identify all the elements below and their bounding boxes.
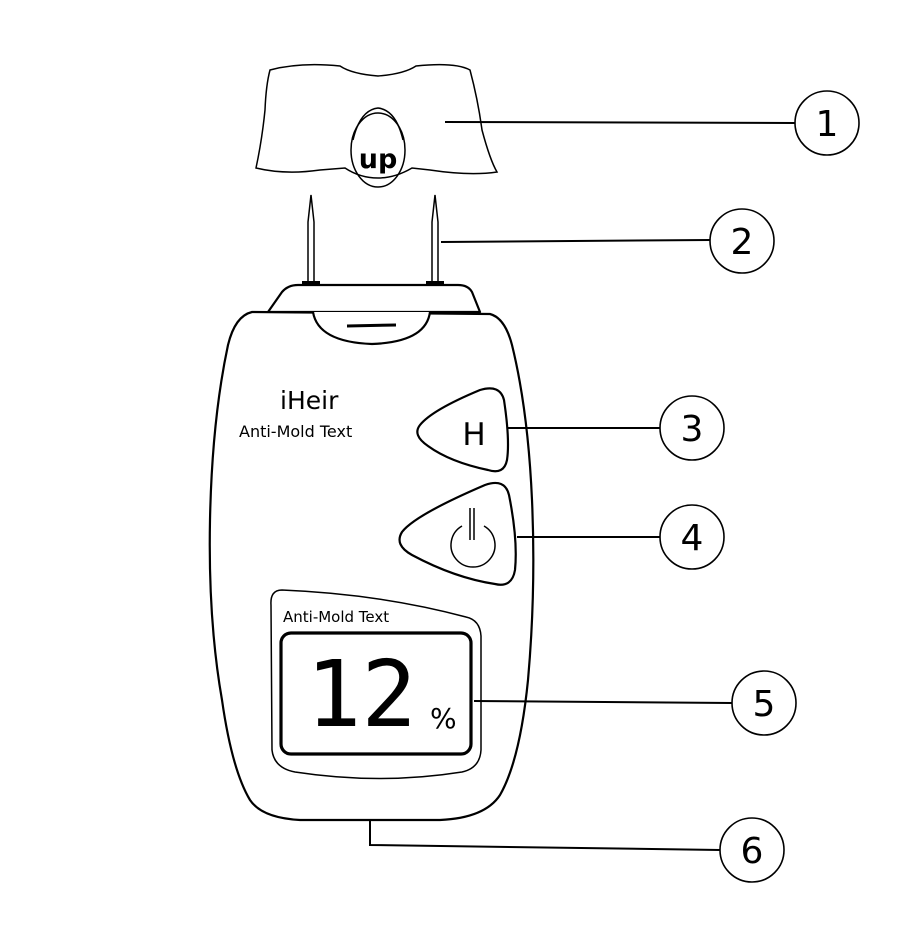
power-icon (450, 508, 496, 568)
reading-value: 12 (306, 641, 417, 748)
svg-text:5: 5 (753, 684, 776, 725)
svg-text:1: 1 (816, 104, 839, 145)
brand-label: iHeir (280, 386, 339, 415)
device-collar (266, 283, 482, 314)
callout-3: 3 (659, 395, 725, 461)
leader-line-1 (444, 121, 796, 124)
top-notch (311, 311, 432, 346)
svg-text:4: 4 (681, 518, 704, 559)
callout-1: 1 (794, 90, 860, 156)
h-button-label: H (462, 417, 485, 453)
svg-text:2: 2 (731, 222, 754, 263)
leader-line-2 (440, 239, 711, 243)
display-panel: Anti-Mold Text 12 % (270, 589, 482, 780)
svg-text:6: 6 (741, 831, 764, 872)
callout-6: 6 (719, 817, 785, 883)
leader-line-5 (473, 700, 733, 704)
notch-dash (346, 323, 397, 328)
probe-pins (302, 194, 444, 286)
subtitle-label: Anti-Mold Text (239, 422, 352, 441)
display-label: Anti-Mold Text (283, 608, 389, 626)
callout-5: 5 (731, 670, 797, 736)
callout-4: 4 (659, 504, 725, 570)
callout-2: 2 (709, 208, 775, 274)
protective-cap: up (255, 63, 499, 188)
reading-unit: % (430, 702, 457, 735)
lcd-screen (279, 631, 473, 756)
leader-line-6 (369, 820, 721, 851)
h-button[interactable]: H (416, 387, 510, 473)
power-button[interactable] (398, 481, 517, 586)
cap-up-label: up (359, 144, 398, 175)
svg-text:3: 3 (681, 409, 704, 450)
